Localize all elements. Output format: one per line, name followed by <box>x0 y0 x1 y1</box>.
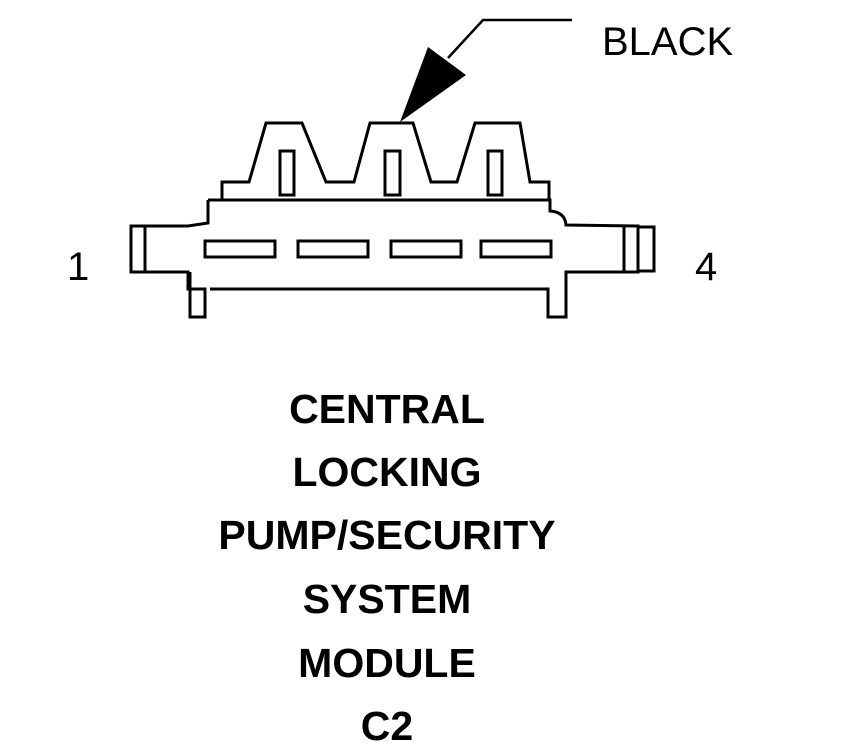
left-ear-tab <box>638 225 656 273</box>
title-line-1: CENTRAL <box>289 386 485 432</box>
title-line-6: C2 <box>361 703 413 749</box>
callout-leader-line <box>447 18 572 59</box>
title-line-5: MODULE <box>298 640 476 686</box>
pin-label-first: 1 <box>67 245 89 289</box>
title-line-3: PUMP/SECURITY <box>218 512 555 558</box>
title-line-4: SYSTEM <box>303 576 472 622</box>
wire-color-label: BLACK <box>602 20 733 64</box>
pin-label-last: 4 <box>695 245 717 289</box>
latch-slot-center <box>383 149 402 197</box>
title-line-2: LOCKING <box>292 449 481 495</box>
wire-color-callout: BLACK <box>400 18 733 122</box>
latch-slot-left <box>278 149 296 197</box>
connector-body <box>129 121 656 319</box>
pin-cavity-4 <box>479 239 553 259</box>
callout-arrowhead <box>400 47 466 122</box>
connector-housing-outline <box>129 198 640 319</box>
pin-cavity-3 <box>389 239 463 259</box>
pin-cavity-1 <box>203 239 277 259</box>
latch-slot-right <box>486 149 504 197</box>
pin-cavity-2 <box>296 239 370 259</box>
connector-title: CENTRAL LOCKING PUMP/SECURITY SYSTEM MOD… <box>218 386 555 749</box>
connector-latch-profile <box>220 121 551 199</box>
